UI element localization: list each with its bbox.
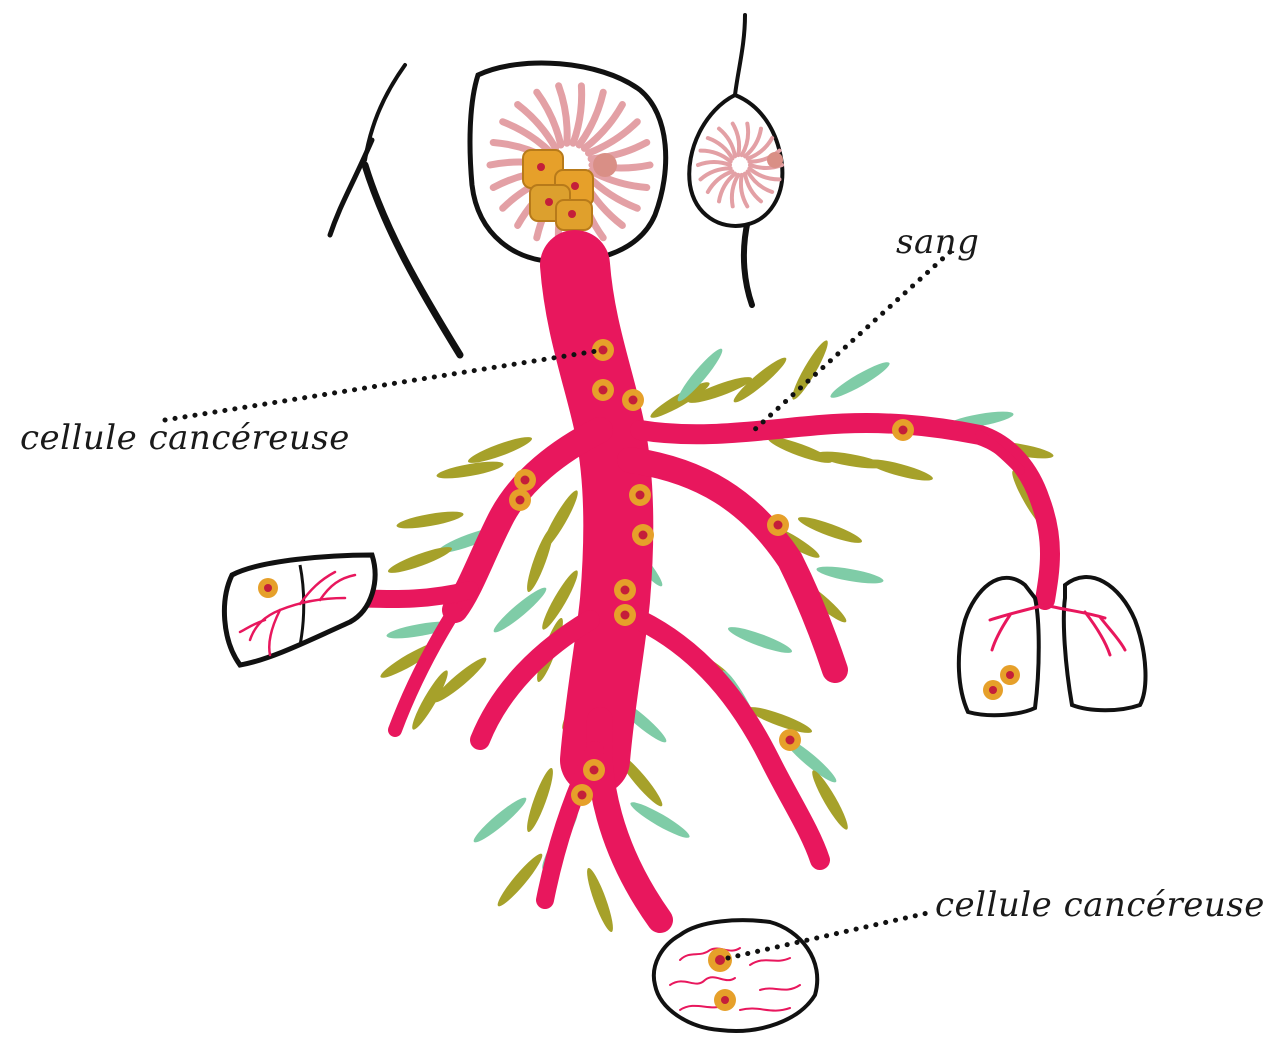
label-blood: sang — [896, 222, 979, 262]
leaf — [583, 866, 618, 934]
cancer-cell-nucleus — [621, 611, 630, 620]
leaf — [395, 508, 464, 532]
blood-vessels — [350, 265, 1050, 920]
brain-icon — [654, 920, 817, 1031]
cancer-cell-nucleus — [786, 736, 795, 745]
liver-icon — [224, 555, 375, 665]
cancer-cell-nucleus — [599, 386, 608, 395]
leaf — [386, 543, 454, 578]
cancer-cell-nucleus — [516, 496, 525, 505]
leaf — [523, 766, 558, 834]
cancer-cell-nucleus — [521, 476, 530, 485]
cancer-cell-nucleus — [621, 586, 630, 595]
leaf — [470, 794, 530, 847]
leaf — [726, 623, 794, 658]
label-cancer-cell-bottom: cellule cancéreuse — [935, 885, 1265, 925]
cancer-cell-nucleus — [639, 531, 648, 540]
leaf — [490, 584, 550, 637]
cancer-cell-nucleus — [774, 521, 783, 530]
cancer-cell-nucleus — [636, 491, 645, 500]
leader-line-blood — [752, 252, 950, 432]
cancer-cell-nucleus — [599, 346, 608, 355]
cancer-cell-nucleus — [899, 426, 908, 435]
label-cancer-cell-top: cellule cancéreuse — [20, 418, 350, 458]
leaf — [466, 433, 534, 468]
cancer-cell-nucleus — [578, 791, 587, 800]
leaf — [815, 563, 884, 587]
cancer-cell-nucleus — [629, 396, 638, 405]
cancer-cell-nucleus — [590, 766, 599, 775]
leaf — [523, 526, 558, 594]
leaf — [866, 455, 935, 484]
leader-line-cancer-cell-top — [165, 350, 603, 420]
leaf — [828, 358, 893, 402]
breast-right-icon — [689, 95, 783, 226]
leaf — [796, 513, 864, 548]
